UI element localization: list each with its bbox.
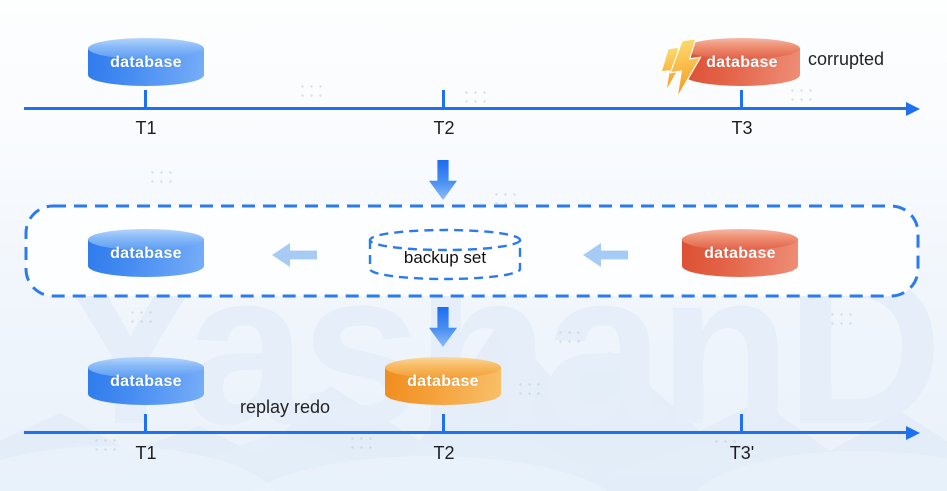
dot-pattern: [556, 328, 582, 346]
lightning-icon: [660, 38, 702, 99]
timeline-arrowhead-icon: [906, 426, 920, 440]
cylinder-top: [682, 229, 798, 250]
tick-label-t2: T2: [433, 118, 455, 138]
dot-pattern: [92, 436, 118, 454]
tick-t2: [442, 90, 445, 107]
top-timeline-axis: [24, 107, 908, 110]
database-cylinder-restored: database: [88, 229, 204, 277]
backup-set-outline: [368, 228, 522, 281]
cylinder-top: [88, 357, 204, 378]
database-label: database: [110, 373, 182, 390]
tick-label-t3-prime: T3': [729, 443, 755, 463]
dot-pattern: [788, 86, 814, 104]
tick-label-t3: T3: [731, 118, 753, 138]
database-cylinder-source: database: [682, 229, 798, 277]
dot-pattern: [828, 310, 854, 328]
cylinder-top: [385, 357, 501, 378]
tick-label-t1: T1: [135, 443, 157, 463]
backup-set-label: backup set: [403, 248, 487, 267]
corrupted-label: corrupted: [808, 49, 885, 69]
cylinder-top: [88, 229, 204, 250]
replay-redo-label: replay redo: [240, 397, 331, 417]
database-label: database: [704, 245, 776, 262]
database-cylinder-t3-corrupted: database: [684, 38, 800, 86]
tick-label-t2: T2: [433, 443, 455, 463]
down-arrow-icon: [429, 160, 457, 200]
dot-pattern: [462, 88, 488, 106]
dot-pattern: [492, 190, 518, 208]
dot-pattern: [148, 168, 174, 186]
database-label: database: [706, 54, 778, 71]
tick-t3: [740, 90, 743, 107]
bottom-timeline-axis: [24, 431, 908, 434]
database-cylinder-t1: database: [88, 38, 204, 86]
timeline-arrowhead-icon: [906, 102, 920, 116]
backup-set-cylinder: backup set: [368, 228, 522, 282]
database-cylinder-bottom-t1: database: [88, 357, 204, 405]
dot-pattern: [348, 434, 374, 452]
mountain-background: [0, 321, 947, 491]
tick-t1: [144, 414, 147, 431]
tick-label-t1: T1: [135, 118, 157, 138]
database-label: database: [407, 373, 479, 390]
dot-pattern: [298, 82, 324, 100]
cylinder-top: [684, 38, 800, 59]
database-cylinder-bottom-t2: database: [385, 357, 501, 405]
cylinder-top: [88, 38, 204, 59]
database-label: database: [110, 54, 182, 71]
tick-t2: [442, 414, 445, 431]
tick-t1: [144, 90, 147, 107]
database-label: database: [110, 245, 182, 262]
dot-pattern: [516, 380, 542, 398]
dot-pattern: [128, 308, 154, 326]
tick-t3-prime: [740, 414, 743, 431]
